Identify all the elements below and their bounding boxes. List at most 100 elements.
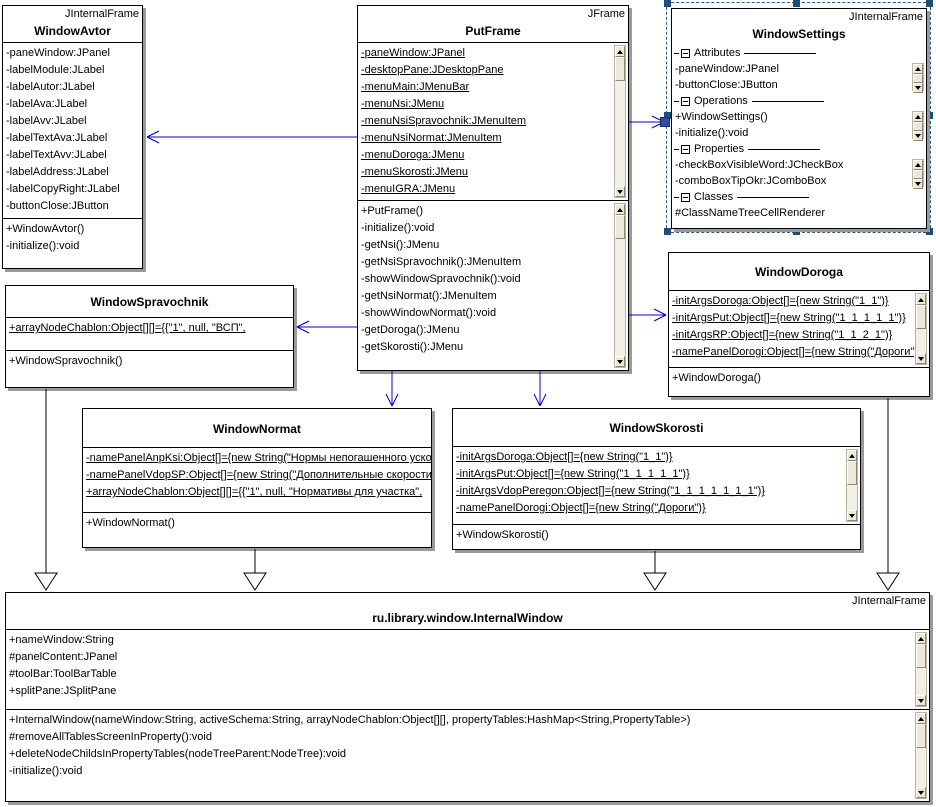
selection-handle-ne[interactable] <box>926 0 933 7</box>
stereotype-label: JInternalFrame <box>65 8 139 20</box>
attributes-compartment: +arrayNodeChablon:Object[][]={{"1", null… <box>6 317 293 350</box>
selection-handle-sw[interactable] <box>664 228 671 235</box>
class-header: JInternalFrame ru.library.window.Interna… <box>6 593 929 629</box>
scroll-down-button[interactable] <box>913 83 923 93</box>
scroll-down-button[interactable] <box>916 353 926 364</box>
member-row: -labelTextAvv:JLabel <box>6 149 107 161</box>
scroll-thumb[interactable] <box>615 57 625 81</box>
generalization-windowspravochnik-internalwindow[interactable] <box>34 389 58 591</box>
association-putframe-windownormat[interactable] <box>385 371 399 407</box>
scroll-up-button[interactable] <box>615 46 625 57</box>
scroll-thumb[interactable] <box>916 644 926 668</box>
member-row: -getDoroga():JMenu <box>361 324 460 336</box>
class-header: JInternalFrame WindowSettings <box>672 9 926 45</box>
member-row: -initArgsPut:Object[]={new String("1_1_1… <box>672 312 906 324</box>
scroll-track[interactable] <box>916 668 926 695</box>
scrollbar[interactable] <box>912 63 924 93</box>
scroll-up-button[interactable] <box>916 633 926 644</box>
scrollbar[interactable] <box>614 203 626 368</box>
arrow-down-icon <box>617 189 623 194</box>
scrollbar[interactable] <box>912 159 924 189</box>
scroll-up-button[interactable] <box>913 160 923 170</box>
scroll-down-button[interactable] <box>615 186 625 197</box>
scroll-track[interactable] <box>916 329 926 353</box>
section-items: -paneWindow:JPanel-buttonClose:JButton <box>672 61 926 93</box>
collapse-icon[interactable] <box>681 192 690 202</box>
scroll-up-button[interactable] <box>913 64 923 74</box>
class-box-window-avtor[interactable]: JInternalFrame WindowAvtor -paneWindow:J… <box>2 5 143 269</box>
association-putframe-windowdoroga[interactable] <box>629 308 667 322</box>
selection-handle-se[interactable] <box>926 228 933 235</box>
scroll-up-button[interactable] <box>916 713 926 724</box>
section-header-operations: Operations <box>672 93 926 109</box>
scrollbar[interactable] <box>915 293 927 365</box>
association-putframe-windowskorosti[interactable] <box>533 371 547 407</box>
arrow-up-icon <box>915 67 921 71</box>
scroll-down-button[interactable] <box>615 356 625 367</box>
class-box-window-normat[interactable]: WindowNormat -namePanelAnpKsi:Object[]={… <box>82 408 432 548</box>
member-row: -getNsiSpravochnik():JMenuItem <box>361 256 522 268</box>
scroll-down-button[interactable] <box>913 131 923 141</box>
scroll-thumb[interactable] <box>847 461 857 485</box>
scroll-track[interactable] <box>847 485 857 510</box>
section-rule <box>674 148 679 150</box>
scroll-up-button[interactable] <box>615 204 625 215</box>
scroll-down-button[interactable] <box>913 179 923 189</box>
scroll-down-button[interactable] <box>916 695 926 706</box>
collapse-icon[interactable] <box>681 144 690 154</box>
generalization-windownormat-internalwindow[interactable] <box>243 549 267 591</box>
scrollbar[interactable] <box>614 45 626 198</box>
section-rule <box>674 100 679 102</box>
scroll-up-button[interactable] <box>847 450 857 461</box>
section-header-properties: Properties <box>672 141 926 157</box>
member-row: #toolBar:ToolBarTable <box>9 668 117 680</box>
scroll-thumb[interactable] <box>916 724 926 748</box>
collapse-icon[interactable] <box>681 96 690 106</box>
scroll-track[interactable] <box>916 748 926 787</box>
class-box-put-frame[interactable]: JFrame PutFrame -paneWindow:JPanel-deskt… <box>357 5 629 371</box>
class-box-window-doroga[interactable]: WindowDoroga -initArgsDoroga:Object[]={n… <box>668 252 930 397</box>
scroll-track[interactable] <box>615 239 625 356</box>
scrollbar[interactable] <box>846 449 858 522</box>
collapse-icon[interactable] <box>681 48 690 58</box>
selection-frame: JInternalFrame WindowSettings Attributes <box>664 0 933 235</box>
class-header: WindowDoroga <box>669 253 929 290</box>
arrow-down-icon <box>915 86 921 90</box>
member-row: -initialize():void <box>675 127 749 139</box>
class-box-window-settings[interactable]: JInternalFrame WindowSettings Attributes <box>671 8 927 229</box>
selection-handle-e[interactable] <box>926 112 933 119</box>
scroll-up-button[interactable] <box>916 294 926 305</box>
scroll-down-button[interactable] <box>916 787 926 798</box>
class-title: PutFrame <box>465 24 521 38</box>
scroll-thumb[interactable] <box>913 74 923 83</box>
association-putframe-windowavtor[interactable] <box>146 130 357 144</box>
selection-handle-nw[interactable] <box>664 0 671 7</box>
scroll-thumb[interactable] <box>916 305 926 329</box>
class-box-window-skorosti[interactable]: WindowSkorosti -initArgsDoroga:Object[]=… <box>452 408 861 550</box>
scroll-thumb[interactable] <box>615 215 625 239</box>
selection-handle-s[interactable] <box>793 228 800 235</box>
scroll-up-button[interactable] <box>913 112 923 122</box>
arrow-down-icon <box>915 182 921 186</box>
selection-handle-n[interactable] <box>793 0 800 7</box>
scrollbar[interactable] <box>915 632 927 707</box>
generalization-windowskorosti-internalwindow[interactable] <box>643 551 667 591</box>
arrow-up-icon <box>849 453 855 458</box>
member-row: -namePanelAnpKsi:Object[]={new String("Н… <box>86 452 431 464</box>
scroll-track[interactable] <box>615 81 625 186</box>
member-row: -menuDoroga:JMenu <box>361 149 465 161</box>
scroll-thumb[interactable] <box>913 122 923 131</box>
member-row: -showWindowSpravochnik():void <box>361 273 521 285</box>
class-box-window-spravochnik[interactable]: WindowSpravochnik +arrayNodeChablon:Obje… <box>5 285 294 388</box>
scroll-thumb[interactable] <box>913 170 923 179</box>
generalization-windowdoroga-internalwindow[interactable] <box>876 398 900 591</box>
association-putframe-windowspravochnik[interactable] <box>296 320 357 334</box>
selection-handle-w[interactable] <box>664 112 671 119</box>
scrollbar[interactable] <box>912 111 924 141</box>
scroll-down-button[interactable] <box>847 510 857 521</box>
section-header-classes: Classes <box>672 189 926 205</box>
class-box-internal-window[interactable]: JInternalFrame ru.library.window.Interna… <box>5 592 930 802</box>
scrollbar[interactable] <box>915 712 927 799</box>
stereotype-label: JInternalFrame <box>852 595 926 607</box>
class-header: WindowSpravochnik <box>6 286 293 317</box>
